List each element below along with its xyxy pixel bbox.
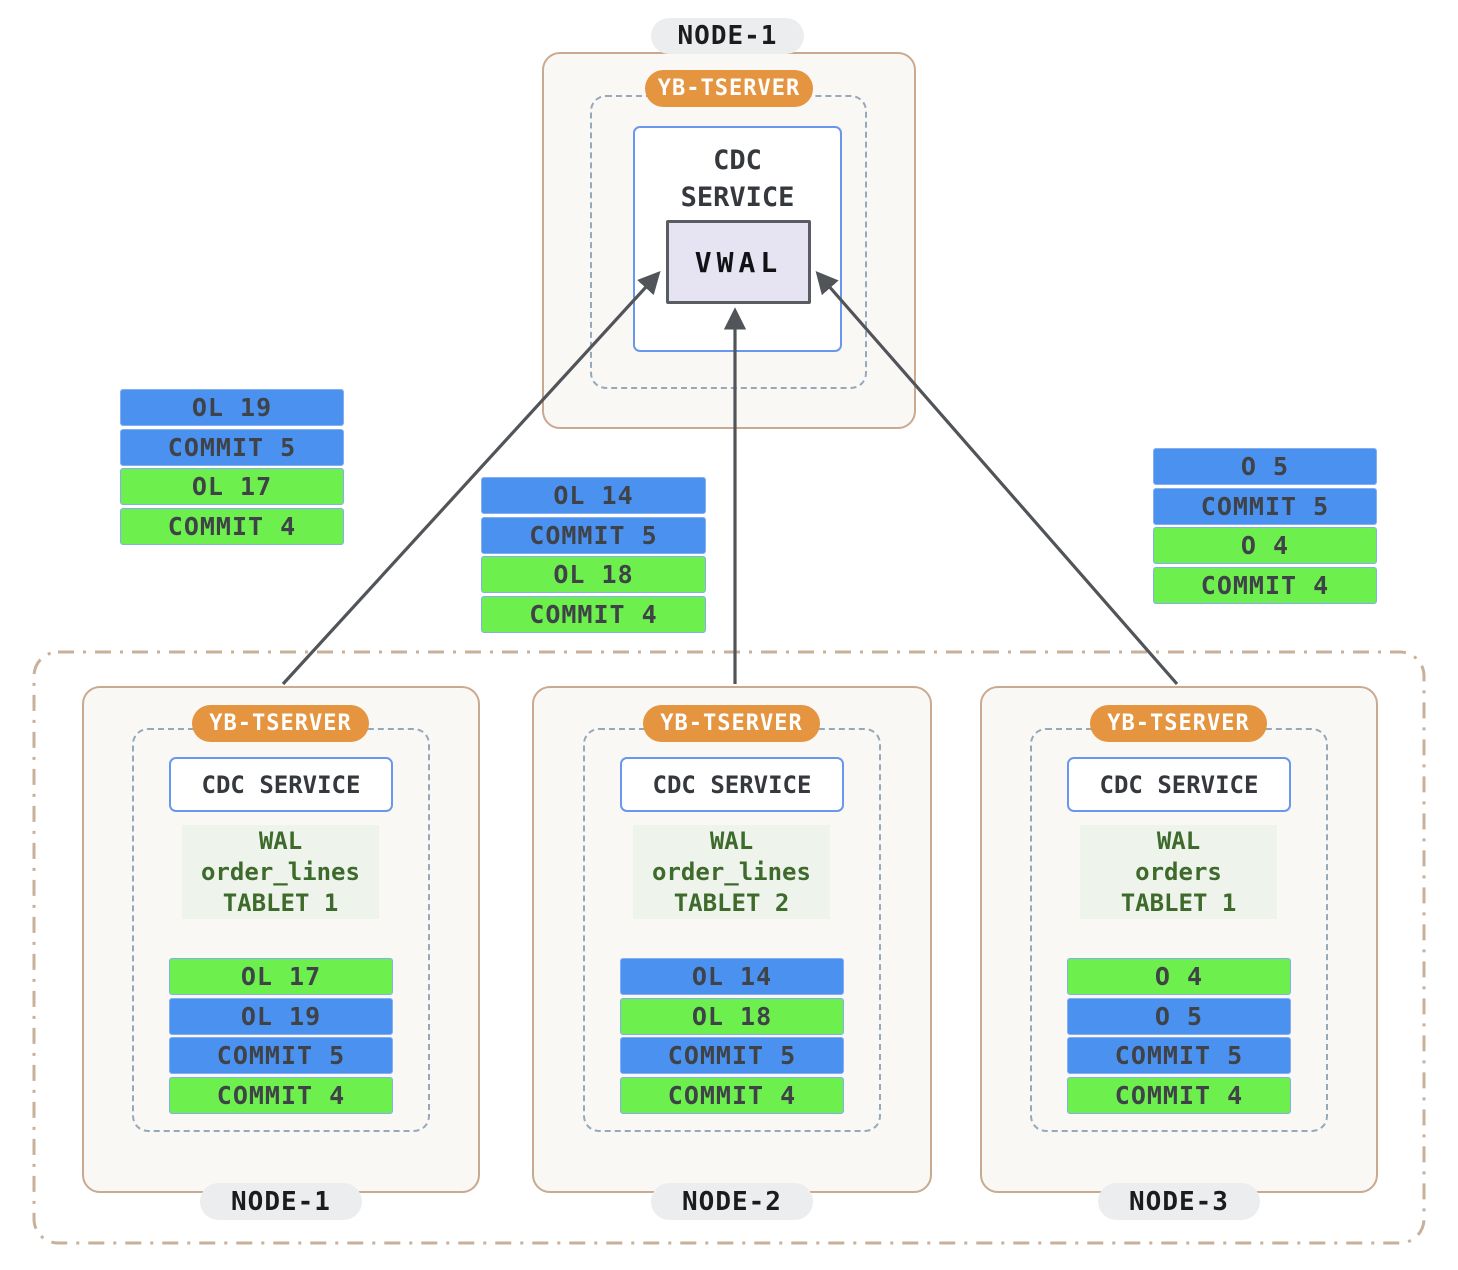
wal-tablet-box: WAL order_lines TABLET 1 xyxy=(182,825,379,919)
wal-record-row: O 4 xyxy=(1067,958,1291,995)
tserver-pill: YB-TSERVER xyxy=(643,705,820,742)
bottom-node-2-box: YB-TSERVER CDC SERVICE WAL order_lines T… xyxy=(532,686,932,1220)
wal-record-row: COMMIT 5 xyxy=(620,1037,844,1074)
wal-tablet-box: WAL orders TABLET 1 xyxy=(1080,825,1277,919)
wal-record-row: OL 14 xyxy=(481,477,706,514)
cdc-service-box: CDC SERVICE xyxy=(1067,757,1291,812)
wal-line-1: WAL xyxy=(1156,826,1201,855)
wal-record-row: COMMIT 4 xyxy=(169,1076,393,1114)
wal-record-row: OL 14 xyxy=(620,958,844,995)
cdc-service-box: CDC SERVICE xyxy=(169,757,393,812)
wal-line-3: TABLET 2 xyxy=(673,888,790,917)
wal-record-row: OL 17 xyxy=(169,958,393,995)
wal-record-row: OL 18 xyxy=(620,997,844,1035)
wal-record-row: COMMIT 5 xyxy=(481,516,706,554)
wal-line-1: WAL xyxy=(258,826,303,855)
wal-record-row: OL 19 xyxy=(169,997,393,1035)
bottom-node-1-label: NODE-1 xyxy=(200,1183,362,1220)
bottom-node-3-box: YB-TSERVER CDC SERVICE WAL orders TABLET… xyxy=(980,686,1378,1220)
floating-stack-right: O 5 COMMIT 5 O 4 COMMIT 4 xyxy=(1153,448,1377,604)
wal-record-row: OL 19 xyxy=(120,389,344,426)
wal-record-row: OL 18 xyxy=(481,556,706,593)
wal-record-stack: O 4 O 5 COMMIT 5 COMMIT 4 xyxy=(1067,958,1291,1114)
wal-line-3: TABLET 1 xyxy=(222,888,339,917)
wal-record-row: O 5 xyxy=(1067,997,1291,1035)
wal-record-row: COMMIT 5 xyxy=(169,1037,393,1074)
tserver-pill: YB-TSERVER xyxy=(1090,705,1267,742)
wal-line-2: order_lines xyxy=(652,857,811,886)
wal-record-stack: OL 17 OL 19 COMMIT 5 COMMIT 4 xyxy=(169,958,393,1114)
bottom-node-2-label: NODE-2 xyxy=(651,1183,813,1220)
bottom-node-1-box: YB-TSERVER CDC SERVICE WAL order_lines T… xyxy=(82,686,480,1220)
wal-line-2: orders xyxy=(1135,857,1222,886)
wal-record-row: O 4 xyxy=(1153,527,1377,564)
wal-record-row: COMMIT 4 xyxy=(481,595,706,633)
wal-record-row: COMMIT 5 xyxy=(120,428,344,466)
wal-record-row: OL 17 xyxy=(120,468,344,505)
bottom-node-3-label: NODE-3 xyxy=(1098,1183,1260,1220)
top-node-label: NODE-1 xyxy=(651,18,804,54)
top-tserver-pill: YB-TSERVER xyxy=(645,70,813,107)
tserver-pill: YB-TSERVER xyxy=(192,705,369,742)
vwal-box: VWAL xyxy=(666,220,811,304)
wal-record-row: COMMIT 4 xyxy=(1153,566,1377,604)
wal-record-row: COMMIT 5 xyxy=(1153,487,1377,525)
wal-line-1: WAL xyxy=(709,826,754,855)
wal-record-row: COMMIT 4 xyxy=(620,1076,844,1114)
floating-stack-middle: OL 14 COMMIT 5 OL 18 COMMIT 4 xyxy=(481,477,706,633)
wal-record-row: COMMIT 4 xyxy=(1067,1076,1291,1114)
wal-record-row: COMMIT 5 xyxy=(1067,1037,1291,1074)
wal-line-2: order_lines xyxy=(201,857,360,886)
wal-tablet-box: WAL order_lines TABLET 2 xyxy=(633,825,830,919)
wal-line-3: TABLET 1 xyxy=(1120,888,1237,917)
cdc-service-line-2: SERVICE xyxy=(680,182,795,213)
cdc-service-box: CDC SERVICE xyxy=(620,757,844,812)
wal-record-row: COMMIT 4 xyxy=(120,507,344,545)
wal-record-stack: OL 14 OL 18 COMMIT 5 COMMIT 4 xyxy=(620,958,844,1114)
floating-stack-left: OL 19 COMMIT 5 OL 17 COMMIT 4 xyxy=(120,389,344,545)
cdc-service-line-1: CDC xyxy=(713,145,762,176)
wal-record-row: O 5 xyxy=(1153,448,1377,485)
